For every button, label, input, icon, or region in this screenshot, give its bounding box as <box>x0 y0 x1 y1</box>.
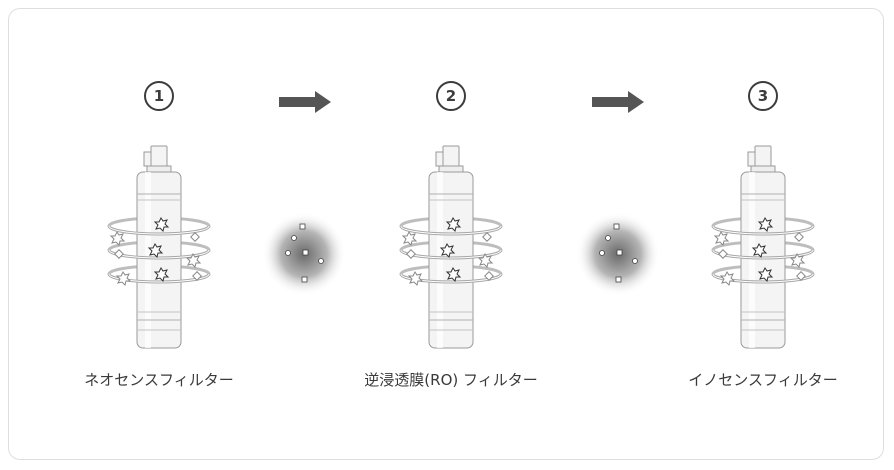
step-1: 1 ネオセンスフィルター <box>69 9 249 461</box>
arrow-right-icon <box>279 91 331 113</box>
filter-cartridge-icon <box>711 145 815 349</box>
step-label-3: イノセンスフィルター <box>688 371 838 389</box>
filter-cartridge-icon <box>107 145 211 349</box>
step-number-3: 3 <box>748 81 778 111</box>
particle-cloud-icon <box>262 212 346 296</box>
step-label-2: 逆浸透膜(RO) フィルター <box>364 371 538 389</box>
step-label-1: ネオセンスフィルター <box>84 371 234 389</box>
step-number-1: 1 <box>144 81 174 111</box>
process-panel: 1 ネオセンスフィルター <box>8 8 884 460</box>
step-3: 3 イノセンスフィルター <box>673 9 853 461</box>
step-2: 2 逆浸透膜(RO) フィルター <box>361 9 541 461</box>
particle-cloud-icon <box>576 212 660 296</box>
arrow-right-icon <box>592 91 644 113</box>
filter-cartridge-icon <box>399 145 503 349</box>
step-number-2: 2 <box>436 81 466 111</box>
